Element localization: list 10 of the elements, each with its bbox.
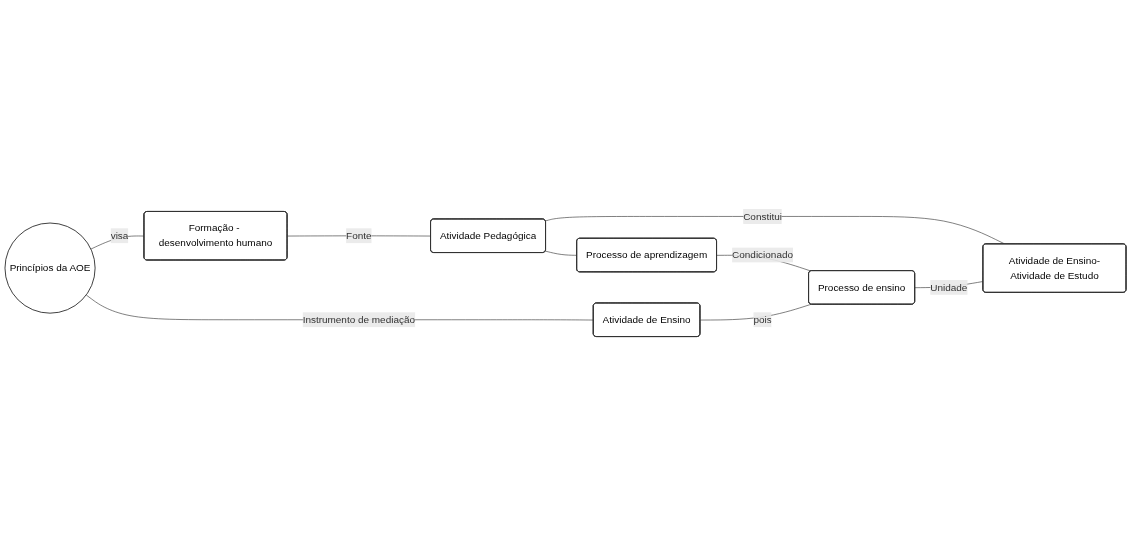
connector bbox=[545, 250, 578, 256]
edge-label: Constitui bbox=[743, 210, 782, 222]
edge-label: Instrumento de mediação bbox=[302, 313, 415, 325]
edge-label: visa bbox=[110, 229, 129, 241]
edge-label: Condicionado bbox=[732, 249, 793, 260]
edge-label: pois bbox=[753, 313, 772, 325]
node-circle: Princípios da AOE bbox=[4, 222, 96, 314]
edge-label: Fonte bbox=[346, 229, 372, 241]
edge-label: Unidade bbox=[930, 281, 968, 293]
connector bbox=[699, 303, 812, 321]
